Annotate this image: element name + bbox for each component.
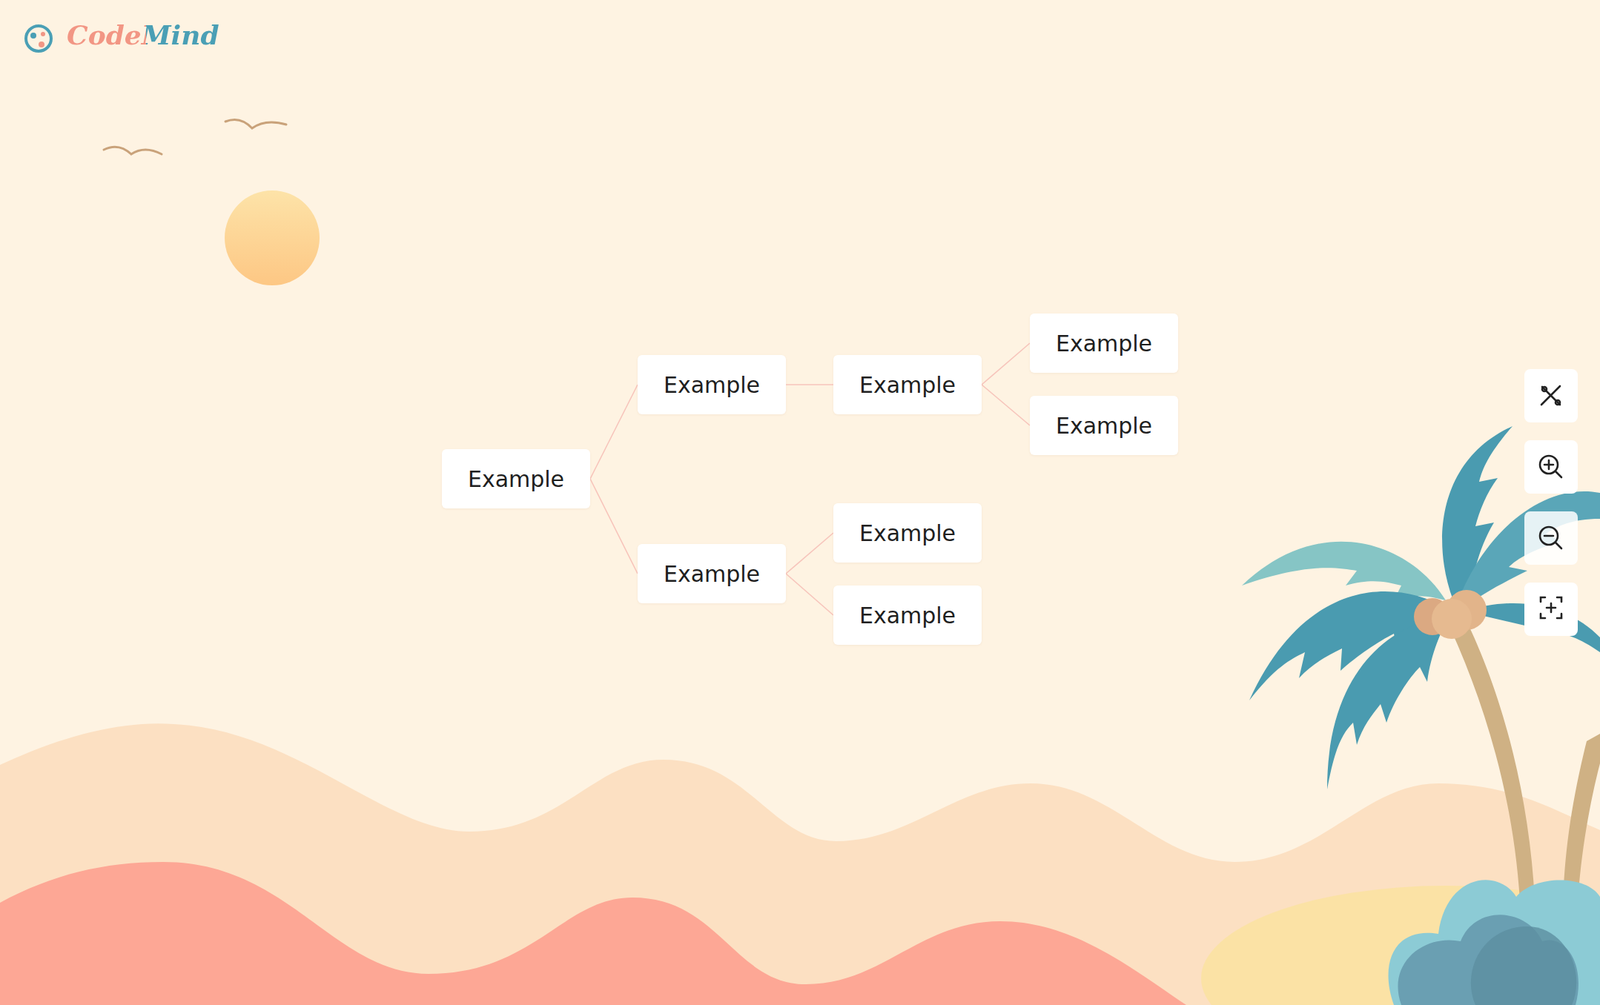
connector [981, 384, 1030, 426]
topic-box: Example [833, 355, 982, 415]
topic-text: Example [859, 372, 956, 399]
zoom-out-icon [1539, 527, 1562, 549]
topic-box: Example [637, 355, 786, 415]
topic-box: Example [637, 544, 786, 604]
sun [224, 190, 320, 286]
coconut [1431, 599, 1472, 640]
connector [981, 343, 1030, 385]
connector [590, 384, 638, 479]
topic-box: Example [833, 503, 982, 563]
topic-text: Example [467, 466, 565, 493]
front-wave [0, 862, 1187, 1005]
palm-trunk [1444, 612, 1535, 901]
connector [785, 533, 834, 574]
bird [225, 119, 287, 129]
draw-icon [1541, 386, 1560, 405]
connector [785, 573, 834, 616]
logo-icon [25, 25, 52, 52]
topic-box: Example [1029, 313, 1179, 373]
palm-leaves [1241, 426, 1600, 790]
connector [785, 384, 834, 386]
bird [103, 146, 162, 155]
topic-box: Example [441, 449, 591, 509]
toolbar [1524, 369, 1578, 637]
topic-text: Example [1055, 330, 1153, 357]
bush [1388, 880, 1600, 1005]
topic-text: Example [663, 372, 760, 399]
topic-text: Example [859, 602, 956, 629]
topic-box: Example [833, 585, 982, 646]
logo-text: CodeMind [66, 19, 220, 51]
topic-box: Example [1029, 395, 1179, 456]
topic-text: Example [1055, 412, 1153, 439]
topic-text: Example [663, 561, 760, 588]
connector [590, 478, 638, 574]
topic-text: Example [859, 520, 956, 547]
fit-icon [1540, 597, 1562, 619]
palm-trunk [1562, 734, 1600, 905]
zoom-in-icon [1539, 455, 1562, 478]
